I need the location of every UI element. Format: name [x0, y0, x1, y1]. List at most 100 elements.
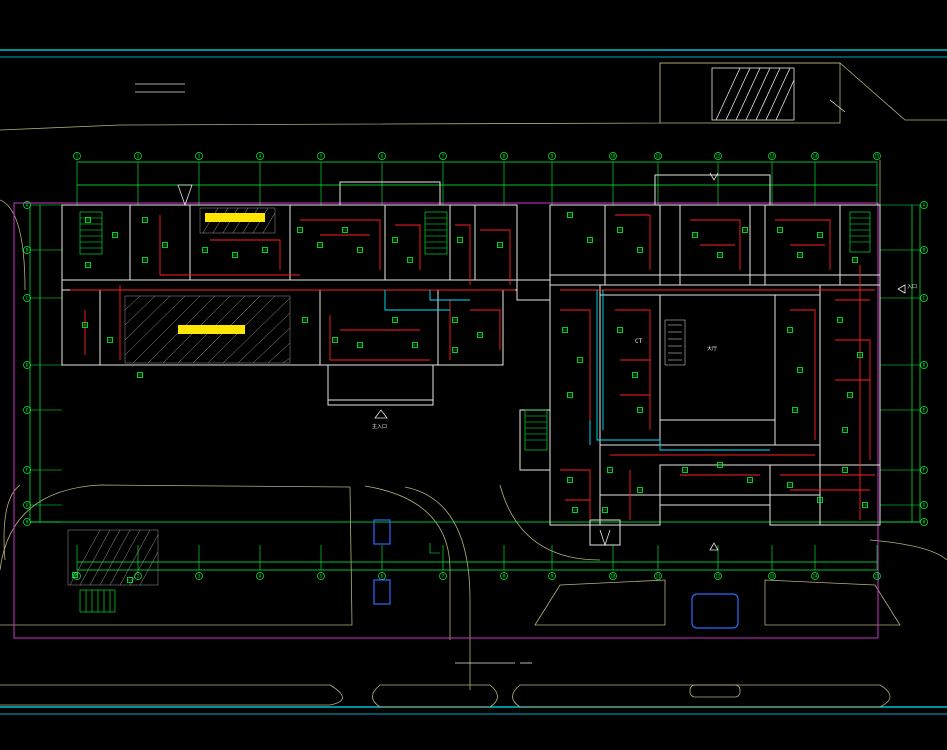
light-fixture [567, 212, 573, 218]
row-bubble-label: C [26, 296, 29, 301]
north-arrow-icon [429, 543, 440, 554]
wiring-run-3 [210, 239, 281, 270]
light-fixture [717, 252, 723, 258]
column-bubble-label: 5 [320, 574, 323, 579]
column-bubble-9: 9 [548, 545, 556, 580]
wiring-run-21 [560, 309, 591, 420]
wiring-run-15 [615, 214, 651, 270]
column-bubble-6: 6 [378, 152, 386, 205]
column-bubble-label: 7 [442, 154, 445, 159]
row-bubble-C: C [23, 294, 62, 302]
column-bubble-label: 12 [716, 574, 721, 579]
light-fixture [637, 247, 643, 253]
wiring-run-9 [329, 315, 430, 361]
wiring-run-16 [690, 219, 741, 270]
light-fixture [617, 227, 623, 233]
highlight-labels [178, 213, 265, 334]
column-bubble-13: 13 [768, 545, 776, 580]
row-bubble-D: D [880, 361, 928, 369]
light-fixture [262, 247, 268, 253]
light-fixture [797, 367, 803, 373]
column-bubble-2: 2 [134, 152, 142, 205]
row-bubble-label: D [26, 363, 29, 368]
row-bubble-F: F [880, 466, 928, 474]
building-walls [61, 174, 881, 546]
row-bubble-label: F [923, 468, 926, 473]
row-bubble-C: C [880, 294, 928, 302]
column-bubble-label: 13 [770, 154, 775, 159]
row-bubble-label: A [26, 203, 29, 208]
wiring-run-12 [470, 309, 501, 350]
room-label-ct: CT [635, 338, 643, 345]
entrance-arrow-icon [177, 172, 906, 551]
stairs [79, 211, 871, 613]
light-fixture [572, 507, 578, 513]
light-fixture [577, 357, 583, 363]
light-fixture [317, 242, 323, 248]
column-bubble-12: 12 [714, 545, 722, 580]
row-bubble-F: F [23, 466, 62, 474]
light-fixture [332, 337, 338, 343]
row-bubble-label: E [923, 408, 926, 413]
blue-equipment [373, 519, 739, 629]
light-fixture [637, 487, 643, 493]
light-fixture [137, 372, 143, 378]
light-fixture [562, 327, 568, 333]
auditorium-seats [664, 319, 686, 366]
light-fixture [777, 227, 783, 233]
column-bubble-label: 1 [76, 154, 79, 159]
wiring-run-27 [835, 339, 871, 460]
drawing-frame [13, 202, 879, 639]
column-bubble-label: 7 [442, 574, 445, 579]
row-bubble-B: B [880, 246, 928, 254]
wiring-run-2 [159, 215, 300, 276]
light-fixture [392, 237, 398, 243]
light-fixture [392, 317, 398, 323]
light-fixture [457, 237, 463, 243]
light-fixture [637, 407, 643, 413]
column-bubble-label: 4 [259, 574, 262, 579]
light-fixture [407, 257, 413, 263]
light-fixture [632, 372, 638, 378]
column-bubble-label: 8 [503, 154, 506, 159]
light-fixture [107, 337, 113, 343]
light-fixture [452, 317, 458, 323]
light-fixture [787, 482, 793, 488]
row-bubble-G: G [880, 501, 928, 509]
column-bubble-2: 2 [134, 545, 142, 580]
light-fixture [127, 577, 133, 583]
wiring-run-34 [560, 469, 591, 520]
light-fixture [142, 257, 148, 263]
light-fixture [852, 257, 858, 263]
column-bubble-3: 3 [195, 545, 203, 580]
row-bubble-label: B [26, 248, 29, 253]
light-fixture [477, 332, 483, 338]
column-bubble-label: 10 [611, 574, 616, 579]
row-bubble-label: E [26, 408, 29, 413]
wiring-run-8 [480, 229, 511, 285]
column-bubble-label: 14 [813, 574, 818, 579]
wiring-run-7 [455, 224, 471, 285]
room-label-hall: 大厅 [707, 345, 717, 352]
light-fixture [717, 462, 723, 468]
column-bubble-label: 4 [259, 154, 262, 159]
column-bubble-13: 13 [768, 152, 776, 205]
light-fixture [742, 227, 748, 233]
wiring-run-18 [775, 219, 831, 270]
column-bubble-label: 13 [770, 574, 775, 579]
light-fixture [412, 342, 418, 348]
room-label-east-entrance: 入口 [907, 284, 917, 290]
light-fixture [202, 247, 208, 253]
site-boundary [0, 62, 947, 708]
wiring-run-4 [300, 219, 381, 270]
light-fixture [85, 217, 91, 223]
row-bubble-label: B [923, 248, 926, 253]
column-bubble-4: 4 [256, 545, 264, 580]
light-fixture [692, 232, 698, 238]
light-fixture [302, 317, 308, 323]
column-bubble-label: 5 [320, 154, 323, 159]
column-bubble-10: 10 [609, 545, 617, 580]
bottom-border-lines [0, 706, 947, 715]
column-bubble-label: 3 [198, 154, 201, 159]
